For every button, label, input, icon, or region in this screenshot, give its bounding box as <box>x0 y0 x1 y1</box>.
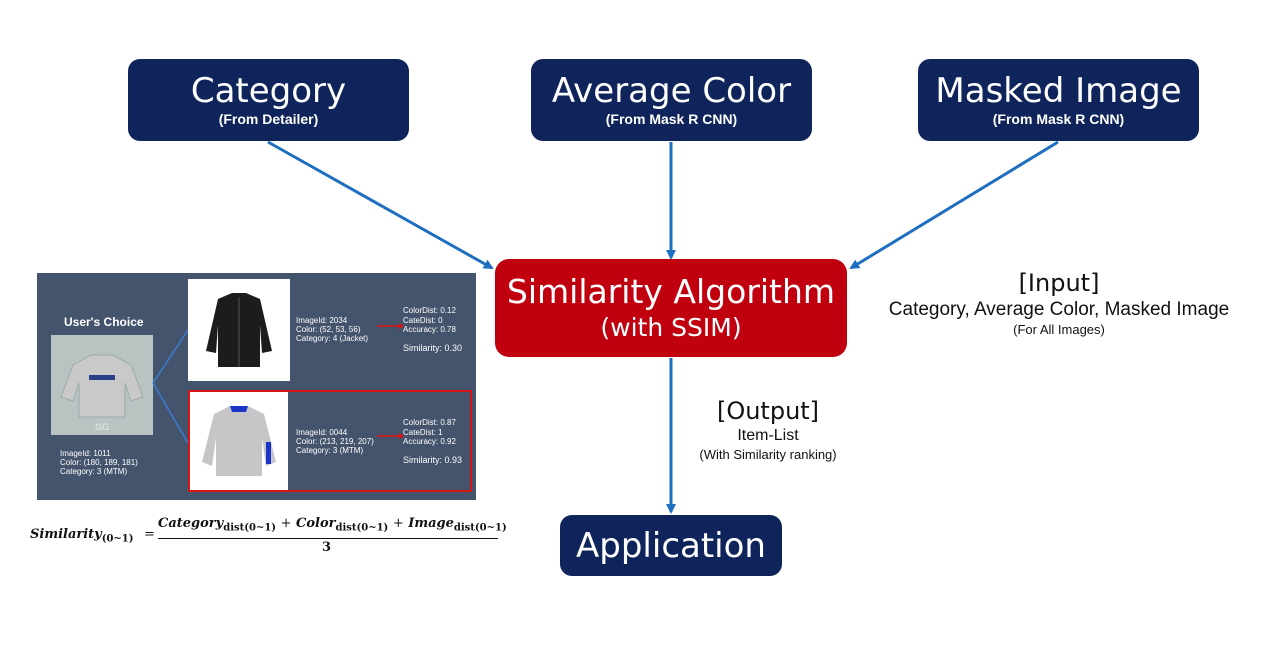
masked-image-input-box: Masked Image (From Mask R CNN) <box>918 59 1199 141</box>
example-panel: User's Choice GG ImageId: 1011 Color: (1… <box>37 273 476 500</box>
arrow-category-to-algorithm <box>267 140 494 270</box>
candidate-2-color: Color: (213, 219, 207) <box>296 437 374 446</box>
masked-image-subtitle: (From Mask R CNN) <box>992 111 1125 127</box>
candidate-2-id: ImageId: 0044 <box>296 428 348 437</box>
candidate-2-accuracy: Accuracy: 0.92 <box>403 437 456 446</box>
average-color-input-box: Average Color (From Mask R CNN) <box>531 59 812 141</box>
application-box: Application <box>560 515 782 576</box>
candidate-1-color: Color: (52, 53, 56) <box>296 325 361 334</box>
candidate-1-colordist: ColorDist: 0.12 <box>403 306 456 315</box>
arrow-masked-to-algorithm <box>849 140 1059 270</box>
candidate-1-accuracy: Accuracy: 0.78 <box>403 325 456 334</box>
connector-lines <box>152 323 404 444</box>
average-color-title: Average Color <box>551 71 792 111</box>
formula-denominator: 3 <box>322 540 332 555</box>
formula-fraction-bar <box>158 538 498 539</box>
candidate-1-catedist: CateDist: 0 <box>403 316 443 325</box>
similarity-algorithm-box: Similarity Algorithm (with SSIM) <box>495 259 847 357</box>
output-heading: [Output] <box>716 397 820 425</box>
formula-numerator: Categorydist(0~1) + Colordist(0~1) + Ima… <box>158 516 507 534</box>
category-title: Category <box>190 71 347 111</box>
input-subnote: (For All Images) <box>1013 322 1105 337</box>
formula-plus-2: + <box>392 516 404 531</box>
candidate-1-category: Category: 4 (Jacket) <box>296 334 369 343</box>
candidate-image-sweatshirt <box>190 392 288 490</box>
formula-plus-1: + <box>280 516 292 531</box>
formula-lhs-sub: (0~1) <box>101 533 134 545</box>
query-category: Category: 3 (MTM) <box>60 467 128 476</box>
algorithm-subtitle: (with SSIM) <box>600 313 742 342</box>
algorithm-title: Similarity Algorithm <box>506 272 836 311</box>
masked-image-title: Masked Image <box>935 71 1182 111</box>
query-id: ImageId: 1011 <box>60 449 111 458</box>
formula-term-image-sub: dist(0~1) <box>453 522 507 534</box>
similarity-formula: Similarity(0~1) = Categorydist(0~1) + Co… <box>30 516 510 560</box>
candidate-1-similarity: Similarity: 0.30 <box>403 343 463 353</box>
sweatshirt-icon: GG <box>60 354 144 433</box>
category-input-box: Category (From Detailer) <box>128 59 409 141</box>
jacket-icon <box>206 293 272 367</box>
formula-equals: = <box>144 527 155 542</box>
query-image: GG <box>51 335 153 435</box>
formula-term-category: Category <box>158 516 224 531</box>
average-color-subtitle: (From Mask R CNN) <box>605 111 738 127</box>
query-color: Color: (180, 189, 181) <box>60 458 138 467</box>
users-choice-label: User's Choice <box>64 315 144 329</box>
candidate-2-catedist: CateDist: 1 <box>403 428 443 437</box>
formula-lhs-term: Similarity <box>30 527 102 542</box>
candidate-2-similarity: Similarity: 0.93 <box>403 455 463 465</box>
sweatshirt-icon <box>202 406 276 476</box>
candidate-1-id: ImageId: 2034 <box>296 316 348 325</box>
formula-lhs: Similarity(0~1) = <box>30 527 155 545</box>
candidate-2-category: Category: 3 (MTM) <box>296 446 364 455</box>
candidate-image-jacket <box>188 279 290 381</box>
formula-term-color: Color <box>296 516 336 531</box>
formula-term-category-sub: dist(0~1) <box>223 522 277 534</box>
formula-term-color-sub: dist(0~1) <box>335 522 389 534</box>
output-subnote: (With Similarity ranking) <box>699 447 837 462</box>
application-title: Application <box>576 525 766 566</box>
output-note: [Output] Item-List (With Similarity rank… <box>678 396 858 463</box>
input-line: Category, Average Color, Masked Image <box>888 299 1230 320</box>
svg-text:GG: GG <box>95 423 109 433</box>
output-line: Item-List <box>737 427 799 444</box>
category-subtitle: (From Detailer) <box>218 111 319 127</box>
formula-term-image: Image <box>408 516 454 531</box>
input-heading: [Input] <box>1018 269 1100 297</box>
input-note: [Input] Category, Average Color, Masked … <box>870 268 1248 338</box>
candidate-2-highlight <box>188 390 472 492</box>
candidate-2-colordist: ColorDist: 0.87 <box>403 418 456 427</box>
